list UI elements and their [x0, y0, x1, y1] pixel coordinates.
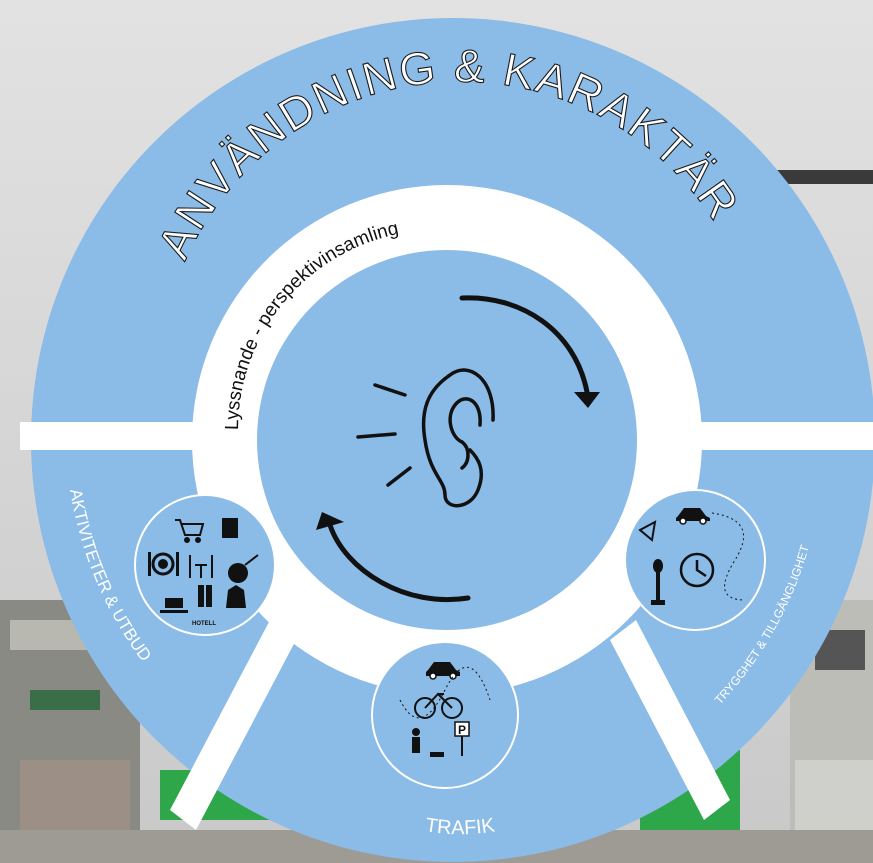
segment-label-trafik: TRAFIK — [424, 814, 497, 839]
dining-icon — [148, 552, 179, 576]
hotel-icon: HOTELL — [192, 621, 216, 627]
bicycle-icon — [414, 692, 463, 719]
car-icon — [676, 508, 710, 525]
cafe-table-icon — [189, 555, 213, 578]
segment-aktiviteter: HOTELL — [134, 494, 276, 636]
segment-trygghet — [624, 489, 766, 631]
pedestrian-with-dog-icon — [412, 728, 444, 757]
shop-icon — [222, 518, 238, 538]
segment-trafik: P — [371, 641, 519, 789]
clockwise-arrow-icon — [459, 295, 600, 408]
inner-blue-disc — [257, 250, 637, 630]
counterclockwise-arrow-icon — [316, 512, 471, 602]
knitting-icon — [228, 554, 259, 583]
camera-icon — [638, 520, 657, 542]
shopping-cart-icon — [175, 519, 205, 543]
coffee-cup-icon — [160, 598, 188, 613]
car-icon — [426, 662, 460, 680]
ear-listening-icon — [356, 368, 495, 508]
parking-sign-icon: P — [454, 721, 470, 756]
clothes-icon — [198, 585, 246, 608]
clock-icon — [679, 552, 715, 588]
street-lamp-icon — [651, 559, 665, 605]
svg-text:P: P — [458, 723, 466, 737]
